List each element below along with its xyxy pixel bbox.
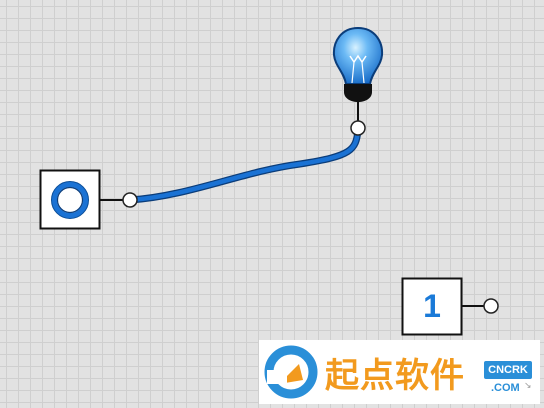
watermark-mark: ↘ [524,380,532,390]
toggle-switch[interactable] [39,169,101,230]
switch-output-port[interactable] [122,192,138,208]
number-output-port[interactable] [483,298,499,314]
watermark-brand: 起点软件 [325,356,465,396]
number-block[interactable] [401,277,463,336]
watermark-domain: .COM [491,382,520,394]
watermark: 起点软件 CNCRK .COM ↘ [259,340,540,404]
wire-inner [127,127,361,203]
light-bulb-icon[interactable] [332,26,384,102]
watermark-badge: CNCRK [484,361,532,379]
cncrk-logo-icon [264,345,318,399]
bulb-input-port[interactable] [350,120,366,136]
wire[interactable] [126,126,362,204]
